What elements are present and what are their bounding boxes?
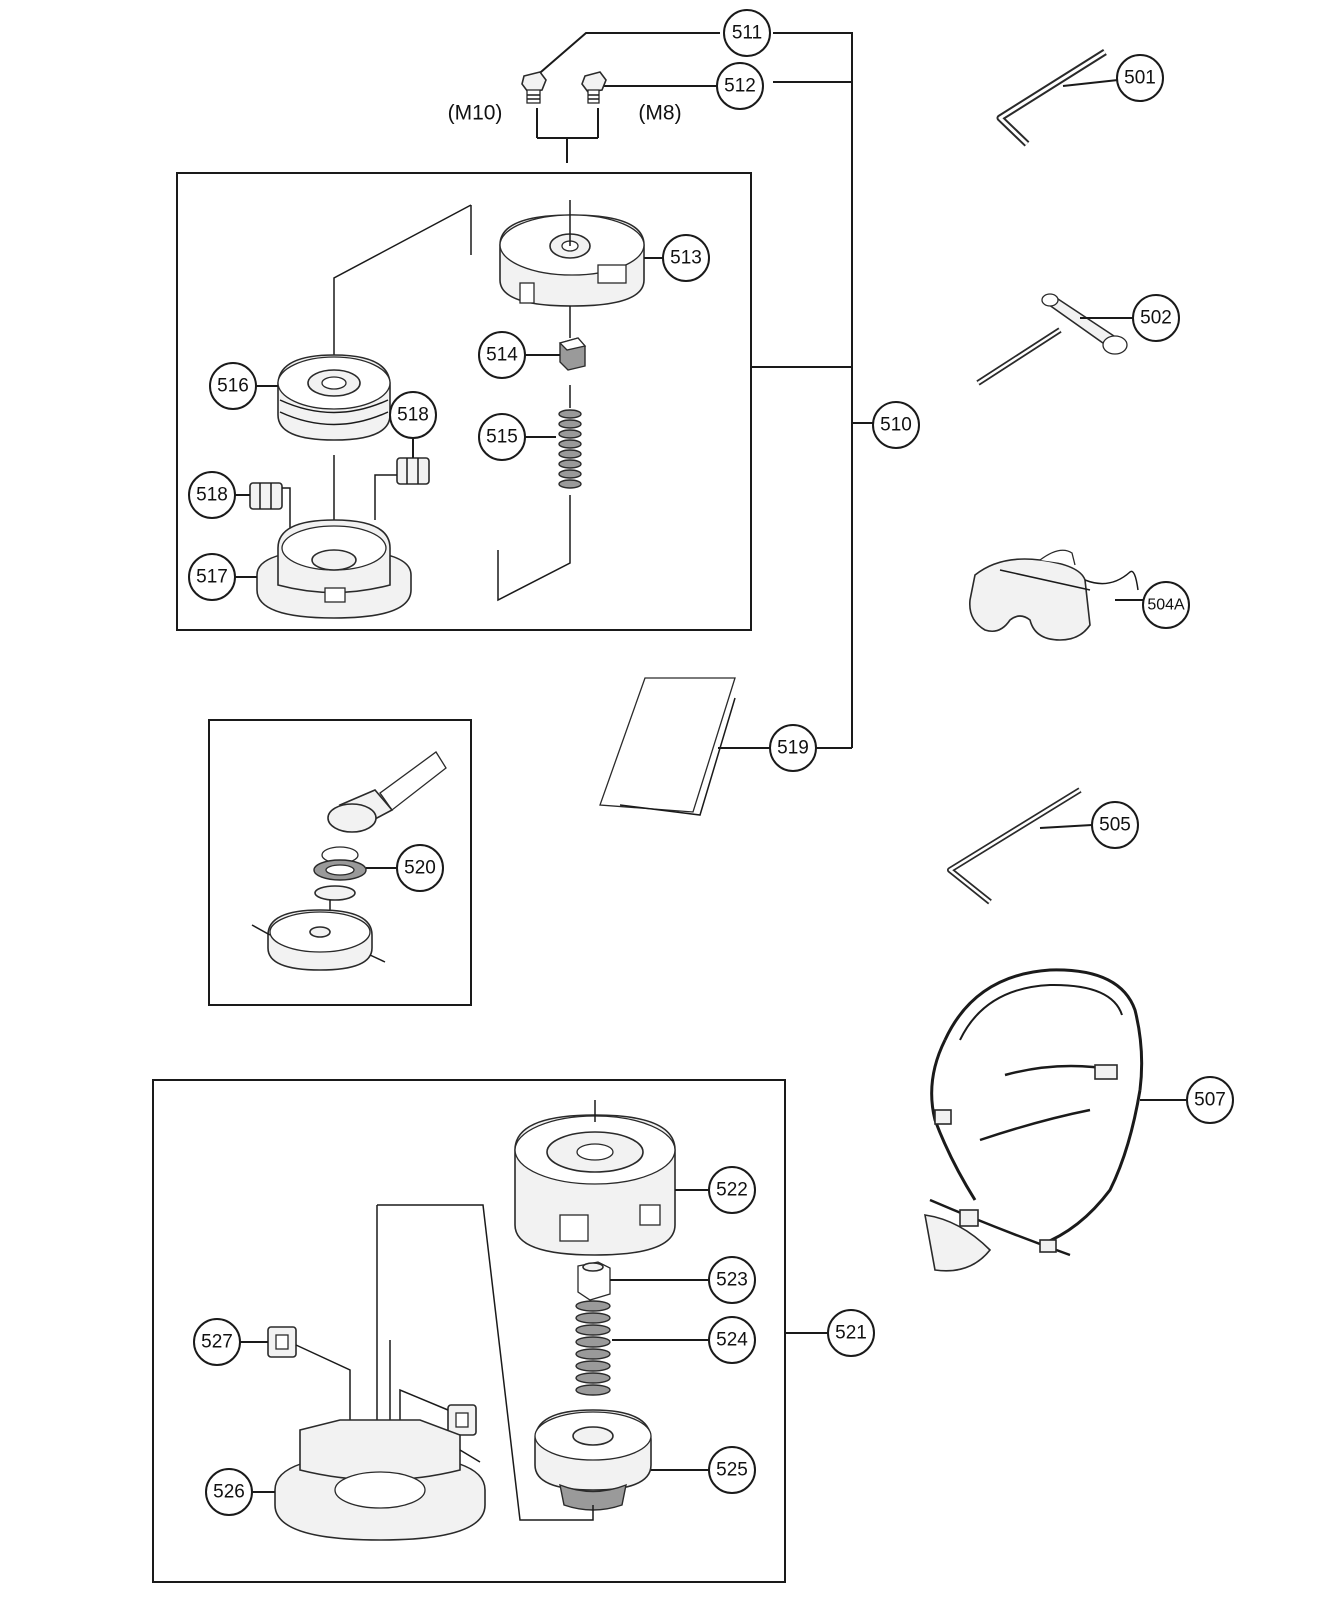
svg-text:525: 525 [716,1460,748,1481]
svg-text:501: 501 [1124,68,1156,89]
callout-502: 502 [1132,294,1180,342]
callout-511: 511 [723,9,771,57]
svg-text:526: 526 [213,1482,245,1503]
callout-521: 521 [827,1309,875,1357]
callout-524: 524 [708,1316,756,1364]
callout-525: 525 [708,1446,756,1494]
callout-515: 515 [478,413,526,461]
svg-text:521: 521 [835,1323,867,1344]
bolt-m10 [521,71,547,104]
svg-text:507: 507 [1194,1090,1226,1111]
housing [256,519,412,619]
svg-text:517: 517 [196,567,228,588]
svg-text:511: 511 [732,23,762,44]
callout-507: 507 [1186,1076,1234,1124]
svg-text:523: 523 [716,1270,748,1291]
callout-518-left: 518 [188,471,236,519]
svg-text:518: 518 [397,405,429,426]
callout-520: 520 [396,844,444,892]
callout-518-right: 518 [389,391,437,439]
svg-text:505: 505 [1099,815,1131,836]
callout-504a: 504A [1142,581,1190,629]
svg-text:502: 502 [1140,308,1172,329]
lower-eyelet-left [267,1326,297,1358]
bolt-m8 [581,71,607,104]
safety-glasses [968,549,1139,641]
label-m8: (M8) [638,102,681,125]
svg-text:510: 510 [880,415,912,436]
lower-spring [575,1300,611,1396]
eyelet-right [396,457,430,485]
hex-wrench-small [947,787,1082,905]
manual-booklet [599,677,736,816]
callout-505: 505 [1091,801,1139,849]
callout-523: 523 [708,1256,756,1304]
spool [277,354,391,441]
lower-housing [274,1419,486,1541]
svg-text:504A: 504A [1147,597,1185,614]
eyelet-left [249,482,283,510]
adapter-assembly [251,751,447,971]
frame-upper-head-kit [176,172,752,631]
frame-adapter-kit [208,719,472,1006]
leader-lines [533,32,873,1334]
callout-516: 516 [209,362,257,410]
lower-eyelet-right [447,1404,477,1436]
harness [924,968,1144,1272]
svg-text:516: 516 [217,376,249,397]
callout-512: 512 [716,62,764,110]
callout-517: 517 [188,553,236,601]
svg-text:527: 527 [201,1332,233,1353]
callout-513: 513 [662,234,710,282]
svg-text:518: 518 [196,485,228,506]
lower-spool [534,1409,652,1511]
svg-text:519: 519 [777,738,809,759]
callout-526: 526 [205,1468,253,1516]
callout-527: 527 [193,1318,241,1366]
svg-text:512: 512 [724,76,756,97]
svg-text:514: 514 [486,345,518,366]
svg-text:524: 524 [716,1330,748,1351]
nut [558,337,587,371]
spring [497,385,582,602]
label-m10: (M10) [448,102,503,125]
svg-text:520: 520 [404,858,436,879]
lower-head-cover [514,1114,676,1256]
svg-text:522: 522 [716,1180,748,1201]
callout-519: 519 [769,724,817,772]
callout-510: 510 [872,401,920,449]
spark-plug-wrench [976,293,1128,386]
callout-514: 514 [478,331,526,379]
lower-nut [577,1261,611,1301]
frame-lower-head-kit [152,1079,786,1583]
callout-522: 522 [708,1166,756,1214]
callout-501: 501 [1116,54,1164,102]
hex-wrench-large [996,49,1107,147]
svg-text:513: 513 [670,248,702,269]
svg-text:515: 515 [486,427,518,448]
head-cover [499,214,645,307]
